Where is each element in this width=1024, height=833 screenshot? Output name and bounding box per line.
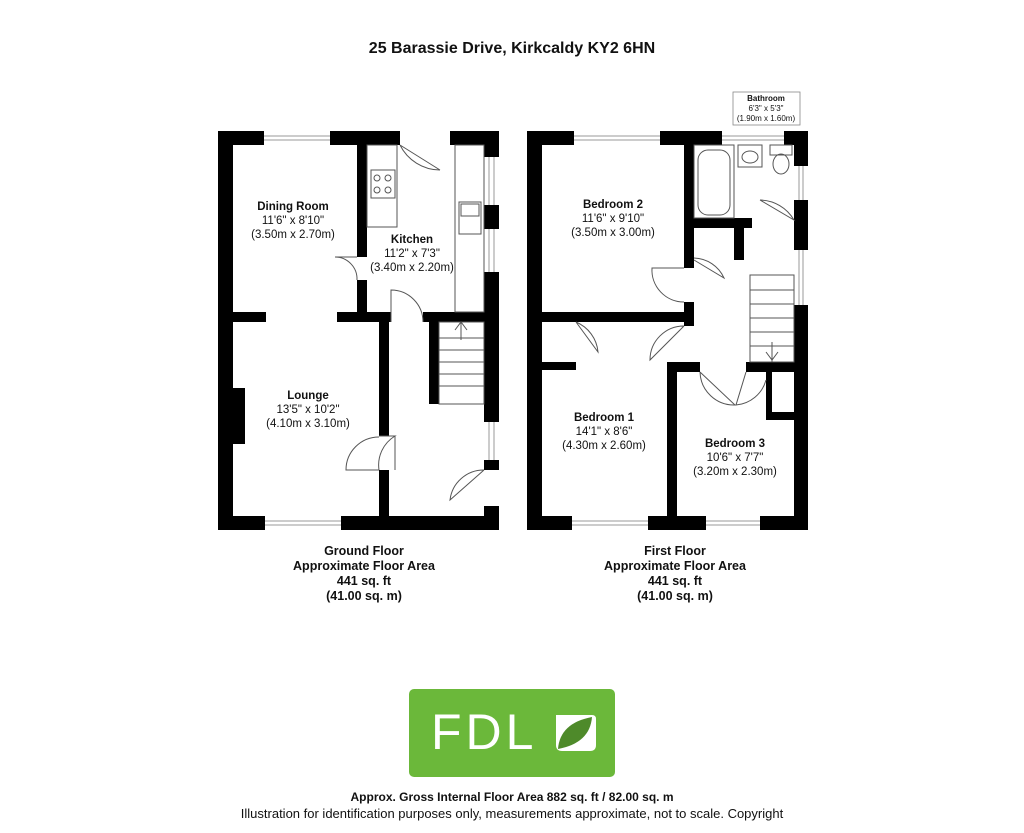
logo-text: FDL: [431, 704, 538, 760]
bedroom-3-metric: (3.20m x 2.30m): [693, 466, 777, 478]
first-floor-name: First Floor: [644, 544, 706, 558]
first-floor-plan: [527, 131, 808, 530]
bedroom-2-name: Bedroom 2: [583, 199, 643, 211]
bedroom-1-name: Bedroom 1: [574, 412, 635, 424]
total-floor-area: Approx. Gross Internal Floor Area 882 sq…: [350, 790, 674, 804]
bedroom-1-metric: (4.30m x 2.60m): [562, 440, 646, 452]
ground-floor-area-caption: Approximate Floor Area: [293, 559, 435, 573]
bedroom-3-imperial: 10'6" x 7'7": [707, 452, 764, 464]
kitchen-metric: (3.40m x 2.20m): [370, 262, 454, 274]
lounge-imperial: 13'5" x 10'2": [276, 404, 339, 416]
disclaimer: Illustration for identification purposes…: [240, 806, 784, 821]
first-floor-area-sqm: (41.00 sq. m): [637, 589, 713, 603]
kitchen-name: Kitchen: [391, 234, 433, 246]
lounge-metric: (4.10m x 3.10m): [266, 418, 350, 430]
fdl-logo: FDL: [409, 689, 615, 777]
bedroom-3-name: Bedroom 3: [705, 438, 765, 450]
ground-floor-name: Ground Floor: [324, 544, 404, 558]
dining-room-imperial: 11'6" x 8'10": [262, 215, 324, 227]
bedroom-2-imperial: 11'6" x 9'10": [582, 213, 644, 225]
page-title: 25 Barassie Drive, Kirkcaldy KY2 6HN: [368, 40, 656, 57]
bathroom-metric: (1.90m x 1.60m): [737, 114, 796, 123]
ground-floor-label: Ground Floor Approximate Floor Area 441 …: [214, 544, 514, 604]
first-floor-details: [572, 135, 804, 526]
leaf-icon: [556, 715, 596, 751]
ground-floor-plan: [218, 131, 499, 530]
dining-room-name: Dining Room: [257, 201, 329, 213]
bathroom-name: Bathroom: [747, 94, 785, 103]
first-floor-area-caption: Approximate Floor Area: [604, 559, 746, 573]
bedroom-1-imperial: 14'1" x 8'6": [576, 426, 633, 438]
bathroom-imperial: 6'3" x 5'3": [749, 104, 784, 113]
bedroom-2-metric: (3.50m x 3.00m): [571, 227, 655, 239]
first-floor-area-sqft: 441 sq. ft: [647, 574, 703, 588]
first-floor-label: First Floor Approximate Floor Area 441 s…: [525, 544, 825, 604]
kitchen-imperial: 11'2" x 7'3": [384, 248, 440, 260]
dining-room-metric: (3.50m x 2.70m): [251, 229, 335, 241]
bathroom-label-box: [732, 91, 801, 126]
lounge-name: Lounge: [287, 390, 329, 402]
ground-floor-area-sqm: (41.00 sq. m): [326, 589, 402, 603]
ground-floor-details: [264, 135, 495, 526]
ground-floor-area-sqft: 441 sq. ft: [336, 574, 392, 588]
